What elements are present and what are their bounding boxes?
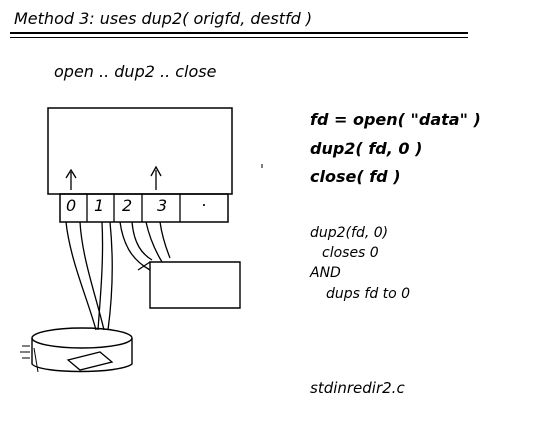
process-box	[47, 107, 233, 195]
fd-slot-label: 3	[157, 196, 168, 215]
code-line-dup2: dup2( fd, 0 )	[310, 139, 423, 158]
code-line-close: close( fd )	[310, 167, 401, 186]
fd-table	[59, 193, 229, 223]
slide-title: Method 3: uses dup2( origfd, destfd )	[14, 9, 313, 28]
channel-fd0-left	[65, 221, 97, 331]
channel-fd1-right	[107, 221, 113, 331]
terminal-box-edge	[137, 261, 151, 271]
arrow-up-icon	[150, 165, 162, 190]
title-underline-thin	[10, 37, 468, 38]
channel-fd2-right	[131, 221, 153, 261]
note-line: AND	[310, 265, 341, 281]
title-underline	[10, 32, 468, 34]
source-filename: stdinredir2.c	[310, 379, 405, 397]
channel-fd1-left	[97, 221, 104, 331]
channel-fd3-right	[159, 221, 171, 259]
note-line: dups fd to 0	[326, 286, 411, 302]
fd-slot-label: 1	[94, 196, 105, 215]
note-line: dup2(fd, 0)	[310, 225, 389, 241]
arrow-up-icon	[65, 168, 77, 190]
fd-slot-label: 2	[122, 196, 133, 215]
channel-fd2-left	[119, 221, 151, 271]
subtitle: open .. dup2 .. close	[54, 62, 217, 81]
fd-slot-label: .	[202, 191, 208, 210]
code-line-open: fd = open( "data" )	[310, 110, 481, 129]
channel-fd0-right	[79, 221, 105, 331]
disk-icon	[20, 327, 133, 373]
note-line: closes 0	[322, 245, 379, 261]
terminal-box	[149, 261, 241, 309]
channel-fd3-left	[145, 221, 163, 263]
fd-slot-label: 0	[66, 196, 77, 215]
